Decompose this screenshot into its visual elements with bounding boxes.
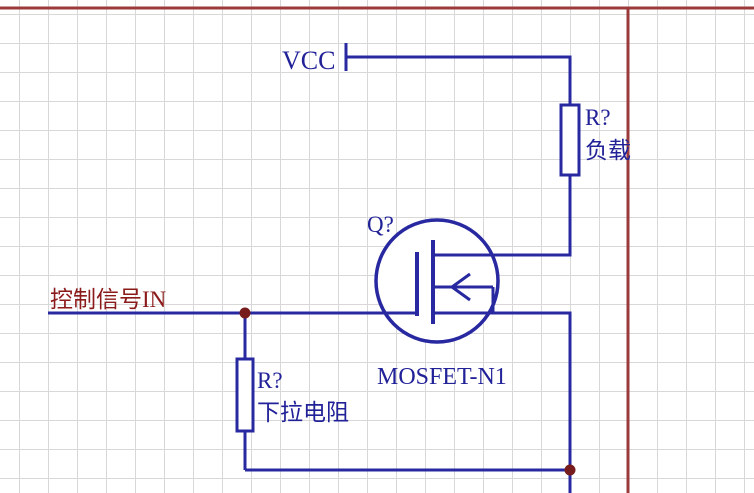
load-resistor-designator: R? — [585, 105, 611, 130]
wire-source-to-bus — [433, 311, 572, 470]
input-signal-label: 控制信号IN — [50, 287, 167, 312]
mosfet-designator: Q? — [367, 212, 394, 237]
pulldown-resistor-body — [235, 357, 255, 433]
mosfet-name: MOSFET-N1 — [377, 364, 507, 390]
mosfet-arrow-head-icon — [449, 272, 471, 302]
junction-dot-input — [239, 307, 251, 319]
mosfet-body-circle — [374, 218, 500, 344]
pulldown-resistor-designator: R? — [257, 368, 283, 393]
junction-dot-bus — [564, 464, 576, 476]
pulldown-resistor-name: 下拉电阻 — [257, 400, 349, 425]
wire-vcc-to-load — [346, 55, 572, 105]
load-resistor-body — [559, 103, 581, 177]
load-resistor-name: 负载 — [585, 138, 631, 163]
vcc-label: VCC — [282, 46, 335, 75]
